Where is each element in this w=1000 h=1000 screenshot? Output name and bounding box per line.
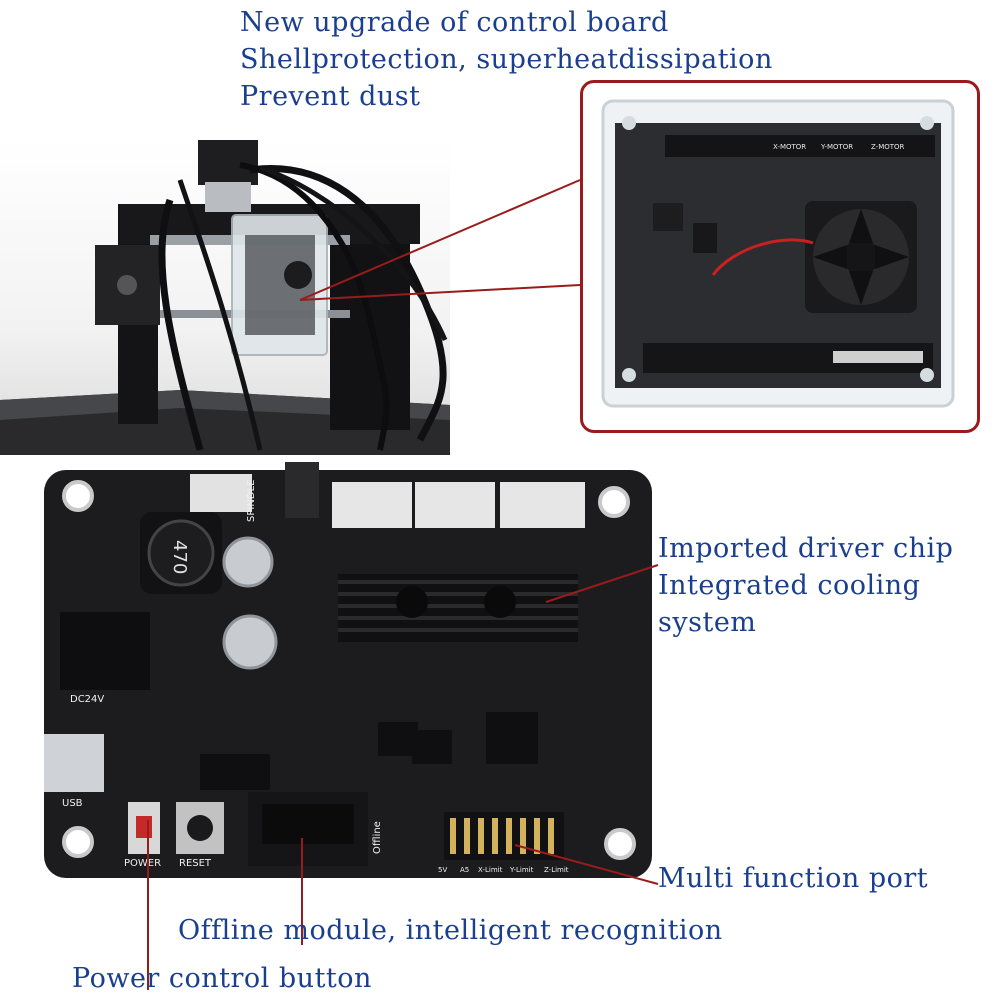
port-x-label: X-Limit xyxy=(478,866,503,874)
dc-label: DC24V xyxy=(70,694,104,705)
x-motor-label: X-MOTOR xyxy=(773,143,806,151)
upgrade-caption-line1: New upgrade of control board xyxy=(240,7,669,38)
upgrade-caption: New upgrade of control board Shellprotec… xyxy=(240,4,773,115)
reset-label: RESET xyxy=(179,858,212,869)
port-5v-label: 5V xyxy=(438,866,447,874)
driver-chip-caption-line2: Integrated cooling xyxy=(658,570,921,601)
upgrade-caption-line2: Shellprotection, superheatdissipation xyxy=(240,44,773,75)
inductor-label: 470 xyxy=(169,540,190,574)
power-button-caption: Power control button xyxy=(72,963,372,994)
cnc-machine-photo xyxy=(0,140,450,455)
y-motor-label: Y-MOTOR xyxy=(820,143,853,151)
driver-chip-caption-line1: Imported driver chip xyxy=(658,533,954,564)
offline-module-caption: Offline module, intelligent recognition xyxy=(178,915,723,946)
offline-label: Offline xyxy=(372,821,383,854)
driver-chip-caption-line3: system xyxy=(658,607,757,638)
port-z-label: Z-Limit xyxy=(544,866,569,874)
spindle-label: SPINDLE xyxy=(246,480,257,522)
power-label: POWER xyxy=(124,858,161,869)
case-zoom-inset: X-MOTOR Y-MOTOR Z-MOTOR xyxy=(580,80,980,433)
control-board-photo: SPINDLE 470 DC24V USB xyxy=(40,462,660,892)
port-a5-label: A5 xyxy=(460,866,469,874)
multi-port-caption: Multi function port xyxy=(658,863,929,894)
usb-label: USB xyxy=(62,798,83,809)
upgrade-caption-line3: Prevent dust xyxy=(240,81,421,112)
z-motor-label: Z-MOTOR xyxy=(871,143,905,151)
port-y-label: Y-Limit xyxy=(509,866,534,874)
driver-chip-caption: Imported driver chip Integrated cooling … xyxy=(658,530,998,641)
